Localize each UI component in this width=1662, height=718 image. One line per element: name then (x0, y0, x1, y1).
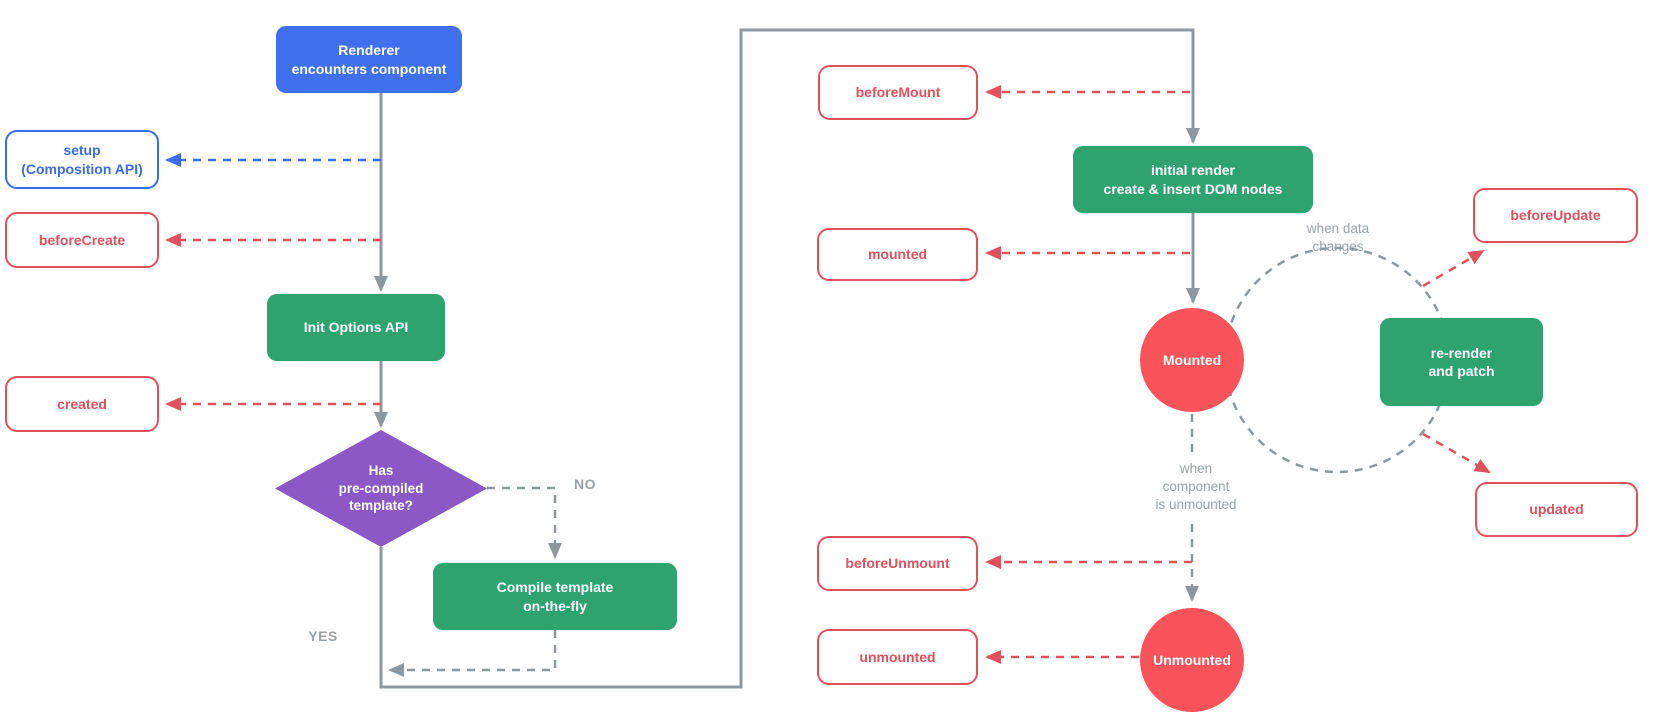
node-label: mounted (867, 246, 928, 263)
node-label: re-render and patch (1428, 344, 1495, 379)
node-label: beforeUpdate (1510, 207, 1601, 224)
node-unmounted-state: Unmounted (1140, 608, 1244, 712)
node-label: Mounted (1162, 351, 1222, 368)
annotation-when-data-changes: when data changes (1306, 221, 1370, 255)
branch-label-no: NO (574, 476, 596, 492)
node-label: updated (1529, 501, 1584, 518)
node-label: initial render create & insert DOM nodes (1103, 162, 1283, 197)
node-label: Unmounted (1153, 651, 1231, 668)
node-label: Compile template on-the-fly (496, 579, 614, 614)
branch-label-yes: YES (308, 628, 338, 644)
node-init-options-api: Init Options API (267, 294, 445, 361)
node-before-create-hook: beforeCreate (5, 212, 159, 268)
node-label: beforeMount (855, 84, 941, 101)
node-label: beforeCreate (38, 231, 126, 248)
edge-to-before-update-hook (1422, 249, 1485, 288)
node-renderer-encounters-component: Renderer encounters component (276, 26, 462, 93)
node-re-render-and-patch: re-render and patch (1380, 318, 1543, 406)
node-label: Has pre-compiled template? (338, 462, 424, 514)
edge-template-check-to-initial-render (379, 28, 1200, 689)
node-before-unmount-hook: beforeUnmount (817, 536, 978, 591)
node-updated-hook: updated (1475, 482, 1638, 537)
annotation-when-component-is-unmounted: when component is unmounted (1155, 461, 1237, 513)
node-mounted-hook: mounted (817, 228, 978, 281)
edge-compile-to-yes-merge (388, 630, 557, 677)
node-label: created (57, 395, 107, 412)
node-unmounted-hook: unmounted (817, 629, 978, 685)
node-label: unmounted (859, 648, 936, 665)
node-initial-render: initial render create & insert DOM nodes (1073, 146, 1313, 213)
node-label: Renderer encounters component (291, 42, 447, 77)
edge-template-check-no-to-compile (487, 486, 562, 559)
node-created-hook: created (5, 376, 159, 432)
node-setup-hook: setup (Composition API) (5, 130, 159, 189)
node-label: beforeUnmount (845, 555, 950, 572)
node-label: setup (Composition API) (21, 142, 143, 177)
node-before-mount-hook: beforeMount (818, 65, 978, 120)
edge-to-updated-hook (1422, 432, 1491, 474)
node-mounted-state: Mounted (1140, 308, 1244, 412)
node-label: Init Options API (303, 319, 409, 336)
node-before-update-hook: beforeUpdate (1473, 188, 1638, 243)
node-compile-template: Compile template on-the-fly (433, 563, 677, 630)
